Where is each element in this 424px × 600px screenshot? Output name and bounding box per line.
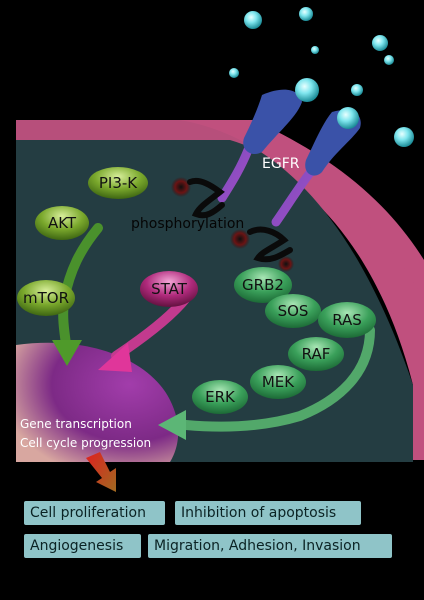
egfr-label: EGFR xyxy=(262,156,300,172)
nucleus xyxy=(16,342,179,462)
grb2-label: GRB2 xyxy=(242,276,284,294)
raf-label: RAF xyxy=(302,345,331,363)
bound-ligand xyxy=(337,107,359,129)
node-stat: STAT xyxy=(140,271,198,307)
pi3k-to-nucleus-arrowhead xyxy=(52,340,82,366)
ligand-particle xyxy=(394,127,414,147)
mapk-to-nucleus-arrow xyxy=(181,325,375,432)
outcome-migration-adhesion-invasion: Migration, Adhesion, Invasion xyxy=(148,534,392,558)
phosphorylation-label: phosphorylation xyxy=(131,216,244,232)
ligand-particle xyxy=(351,84,363,96)
ligand-particle xyxy=(229,68,239,78)
outcome-inhibition-of-apoptosis: Inhibition of apoptosis xyxy=(175,501,361,525)
phospho-site xyxy=(230,229,250,249)
node-akt: AKT xyxy=(35,206,89,240)
ligand-particle xyxy=(311,46,319,54)
nucleus-text-cell-cycle: Cell cycle progression xyxy=(20,436,151,450)
mek-label: MEK xyxy=(262,373,295,391)
ligand-particle xyxy=(384,55,394,65)
nucleus-to-outcomes-arrow xyxy=(86,452,116,492)
ligand-particle xyxy=(244,11,262,29)
node-pi3k: PI3-K xyxy=(88,167,148,199)
node-ras: RAS xyxy=(318,302,376,338)
egfr-receptor xyxy=(217,78,361,227)
mapk-to-nucleus-arrowhead xyxy=(158,410,186,440)
ras-label: RAS xyxy=(332,311,362,329)
node-sos: SOS xyxy=(265,294,321,328)
node-erk: ERK xyxy=(192,380,248,414)
pi3k-label: PI3-K xyxy=(99,174,138,192)
phosphorylation-sites xyxy=(171,177,294,272)
receptor-extracellular-left xyxy=(243,89,302,155)
stat-label: STAT xyxy=(151,280,188,298)
node-raf: RAF xyxy=(288,337,344,371)
ligand-particle xyxy=(372,35,388,51)
node-mtor: mTOR xyxy=(17,280,75,316)
akt-label: AKT xyxy=(48,214,77,232)
bound-ligand xyxy=(295,78,319,102)
mtor-label: mTOR xyxy=(23,289,69,307)
erk-label: ERK xyxy=(205,388,236,406)
outcome-cell-proliferation: Cell proliferation xyxy=(24,501,165,525)
outcome-angiogenesis: Angiogenesis xyxy=(24,534,141,558)
nucleus-text-gene-transcription: Gene transcription xyxy=(20,417,132,431)
cell-membrane xyxy=(16,120,424,460)
stat-to-nucleus-arrowhead xyxy=(98,343,132,372)
receptor-tail-left xyxy=(217,145,253,203)
ligand-particle xyxy=(299,7,313,21)
phospho-site xyxy=(278,256,294,272)
node-grb2: GRB2 xyxy=(234,267,292,303)
phospho-site xyxy=(171,177,191,197)
node-mek: MEK xyxy=(250,365,306,399)
sos-label: SOS xyxy=(278,302,309,320)
ligand-particles xyxy=(229,7,414,147)
phospho-squiggle xyxy=(247,226,293,263)
phospho-squiggle xyxy=(187,178,225,219)
